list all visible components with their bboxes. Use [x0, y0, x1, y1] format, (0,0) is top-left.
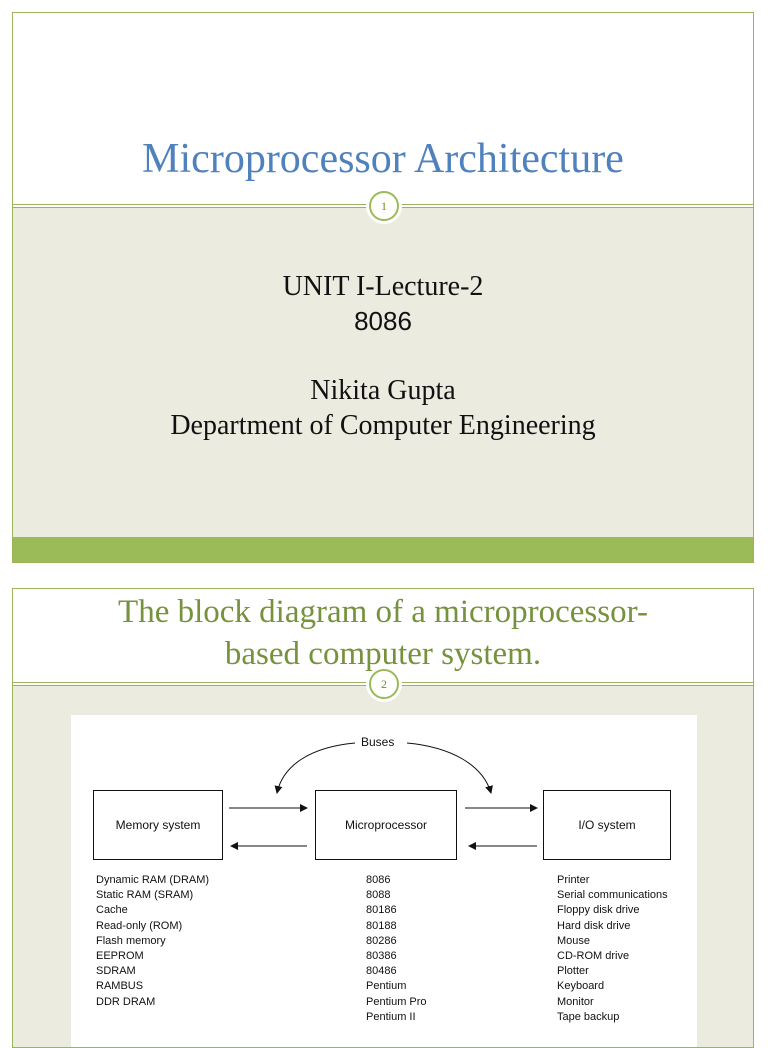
list-item: DDR DRAM	[96, 995, 156, 1008]
block-diagram: Buses Memory system Microprocessor I/O s…	[71, 715, 697, 1047]
slide-1-page-number: 1	[369, 191, 399, 221]
lecture-unit: UNIT I-Lecture-2	[282, 271, 484, 302]
list-item: Plotter	[557, 965, 589, 978]
io-system-box: I/O system	[543, 790, 671, 860]
list-item: EEPROM	[96, 950, 144, 963]
bus-arrow-left	[274, 742, 356, 794]
list-item: Pentium	[366, 980, 407, 993]
buses-label: Buses	[361, 735, 395, 749]
memory-types-list: Dynamic RAM (DRAM) Static RAM (SRAM) Cache…	[96, 873, 209, 1010]
slide-2-title: The block diagram of a microprocessor- b…	[13, 591, 753, 675]
list-item: Keyboard	[557, 980, 605, 993]
list-item: Cache	[96, 904, 128, 917]
list-item: 80188	[366, 919, 397, 932]
list-item: Hard disk drive	[557, 919, 631, 932]
department-name: Department of Computer Engineering	[170, 410, 596, 441]
list-item: SDRAM	[96, 965, 136, 978]
list-item: 80186	[366, 904, 397, 917]
author-name: Nikita Gupta	[310, 375, 456, 406]
slide-1-body-area	[13, 208, 753, 537]
list-item: Tape backup	[557, 1010, 620, 1023]
list-item: Mouse	[557, 934, 591, 947]
slide-1-title: Microprocessor Architecture	[142, 136, 624, 182]
microprocessor-box: Microprocessor	[315, 790, 457, 860]
list-item: Pentium Pro	[366, 995, 427, 1008]
slide-2-title-line-2: based computer system.	[224, 636, 542, 672]
list-item: CD-ROM drive	[557, 950, 630, 963]
bus-arrows	[229, 742, 538, 850]
list-item: Serial communications	[557, 889, 668, 902]
list-item: 8088	[366, 889, 391, 902]
slide-2-page-number: 2	[369, 669, 399, 699]
list-item: 80286	[366, 934, 397, 947]
list-item: Floppy disk drive	[557, 904, 640, 917]
slide-1-title-area	[13, 13, 753, 206]
list-item: 80486	[366, 965, 397, 978]
list-item: 8086	[366, 874, 391, 886]
list-item: Read-only (ROM)	[96, 919, 183, 932]
slide-2-title-line-1: The block diagram of a microprocessor-	[118, 594, 648, 630]
slide-2: The block diagram of a microprocessor- b…	[12, 588, 754, 1048]
list-item: Monitor	[557, 995, 594, 1008]
list-item: 80386	[366, 950, 397, 963]
list-item: Pentium II	[366, 1010, 416, 1023]
list-item: Dynamic RAM (DRAM)	[96, 874, 210, 886]
slide-1-footer-band	[13, 537, 753, 562]
slide-1: Microprocessor Architecture 1 UNIT I-Lec…	[12, 12, 754, 563]
memory-system-box: Memory system	[93, 790, 223, 860]
slide-2-title-area	[13, 589, 753, 684]
list-item: Flash memory	[96, 934, 166, 947]
list-item: Printer	[557, 874, 590, 886]
bus-arrow-right	[406, 742, 493, 794]
list-item: RAMBUS	[96, 980, 144, 993]
list-item: Static RAM (SRAM)	[96, 889, 194, 902]
lecture-code: 8086	[354, 306, 412, 336]
